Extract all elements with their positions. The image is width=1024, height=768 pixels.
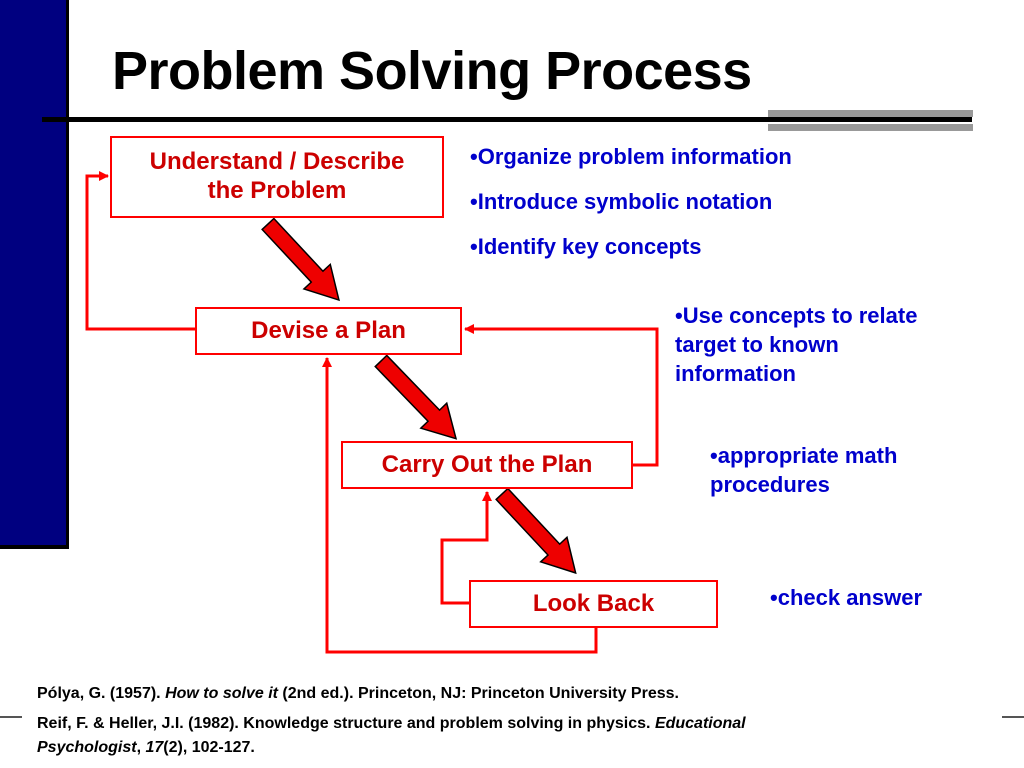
title-rule-accent-top [768, 110, 973, 117]
step-understand-label-line1: Understand / Describe [149, 148, 405, 176]
note-item: •Identify key concepts [470, 234, 702, 259]
block-arrow-carryout-to-lookback [495, 487, 577, 575]
note-item: •check answer [770, 585, 923, 610]
step-understand-label-line2: the Problem [207, 177, 347, 204]
loop-devise-to-understand [85, 171, 195, 331]
ref-text: Reif, F. & Heller, J.I. (1982). Knowledg… [37, 715, 655, 732]
notes-devise: •Use concepts to relate target to known … [675, 301, 917, 388]
step-devise-label: Devise a Plan [251, 316, 406, 344]
note-item: •Introduce symbolic notation [470, 189, 773, 214]
step-lookback-box: Look Back [469, 580, 718, 628]
note-item: •Organize problem information [470, 144, 792, 169]
sidebar-edge [66, 0, 69, 545]
note-item: target to known [675, 332, 839, 357]
ref-volume: 17 [145, 739, 164, 756]
notes-lookback: •check answer [770, 583, 922, 612]
loop-lookback-to-devise [322, 357, 598, 654]
reference-reif-cont: Psychologist, 17(2), 102-127. [37, 736, 746, 760]
step-understand-box: Understand / Describe the Problem [110, 136, 444, 218]
note-item: procedures [710, 472, 830, 497]
loop-lookback-to-carryout [440, 491, 492, 605]
slide-title: Problem Solving Process [112, 41, 752, 101]
ref-journal: Educational [654, 715, 746, 732]
note-item: •Use concepts to relate [675, 303, 918, 328]
reference-polya: Pólya, G. (1957). How to solve it (2nd e… [37, 682, 746, 706]
ref-journal: Psychologist [37, 739, 137, 756]
ref-text: , [136, 739, 146, 756]
step-devise-box: Devise a Plan [195, 307, 462, 355]
notes-understand: •Organize problem information •Introduce… [470, 134, 792, 269]
sidebar-foot [0, 545, 69, 549]
title-rule [42, 117, 972, 122]
block-arrow-understand-to-devise [261, 217, 340, 302]
note-item: •appropriate math [710, 443, 898, 468]
note-item: information [675, 361, 796, 386]
ref-text: Pólya, G. (1957). [37, 685, 166, 702]
title-rule-accent-bottom [768, 124, 973, 131]
step-lookback-label: Look Back [532, 589, 655, 617]
ref-book-title: How to solve it [165, 685, 278, 702]
block-arrow-devise-to-carryout [374, 354, 458, 440]
left-tick-mark [0, 716, 22, 718]
references: Pólya, G. (1957). How to solve it (2nd e… [37, 682, 746, 760]
sidebar-band [0, 0, 66, 545]
notes-carryout: •appropriate math procedures [710, 441, 897, 499]
step-carryout-box: Carry Out the Plan [341, 441, 633, 489]
step-carryout-label: Carry Out the Plan [381, 450, 593, 478]
ref-text: (2), 102-127. [163, 739, 255, 756]
ref-text: (2nd ed.). Princeton, NJ: Princeton Univ… [277, 685, 679, 702]
reference-reif: Reif, F. & Heller, J.I. (1982). Knowledg… [37, 712, 746, 736]
loop-carryout-to-devise [464, 324, 659, 467]
right-tick-mark [1002, 716, 1024, 718]
